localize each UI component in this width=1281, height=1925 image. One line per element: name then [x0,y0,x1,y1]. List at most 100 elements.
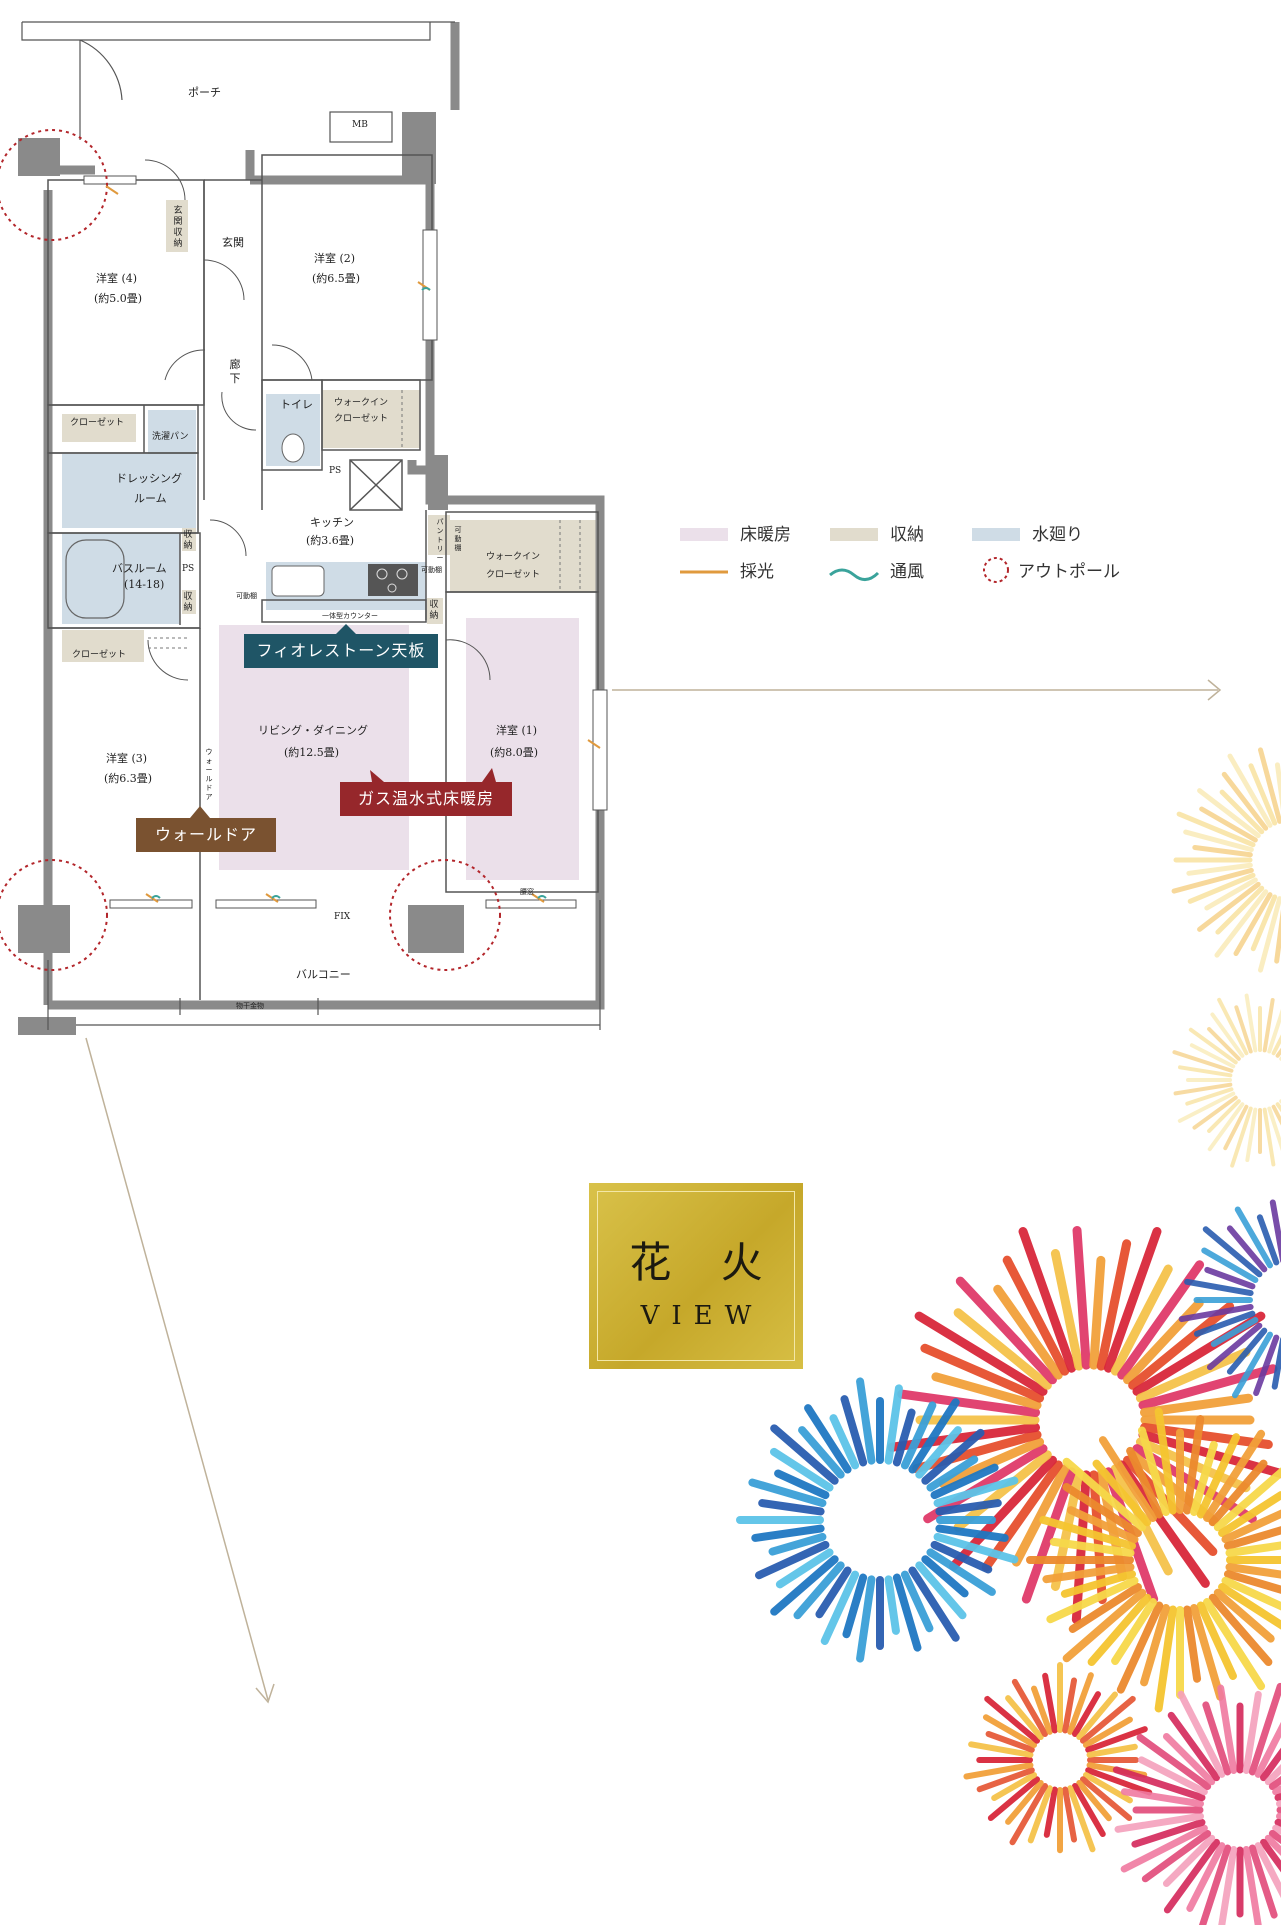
water-area-laundry [148,410,196,456]
firework-ray [1046,1576,1139,1624]
firework-ray [1183,829,1254,853]
firework-ray [1177,1690,1226,1778]
firework-ray [1021,1467,1077,1604]
firework-ray [774,1469,830,1500]
firework-ray [1227,753,1273,828]
firework-ray [748,1478,827,1508]
door-swings [144,159,491,681]
legend-icon-ventilation [829,568,880,581]
callout-floor-heating: ガス温水式床暖房 [340,782,512,816]
storage-area-wic-a [322,390,420,448]
callout-pointer [370,770,384,782]
porch-outline [21,21,455,143]
firework-ray [1190,1440,1218,1517]
firework-ray [1207,1099,1241,1133]
firework-ray [1203,1429,1266,1522]
firework-ray [1009,1782,1048,1846]
label-movable-shelf-b: 可動棚 [236,592,257,600]
wall-column [18,905,70,953]
firework-ray [915,1561,967,1620]
firework-ray [1186,1842,1226,1912]
firework-ray [1096,1239,1132,1371]
legend-ventilation: 通風 [890,562,924,582]
firework-ray [1079,1695,1136,1744]
firework-ray [1177,1065,1233,1078]
bathtub-fixture [65,539,125,619]
callout-pointer [190,806,210,818]
firework-ray [1254,1842,1281,1899]
firework-ray [953,1308,1052,1390]
legend-floor-heating: 床暖房 [740,525,791,545]
floor-heating-area-room1 [466,618,579,880]
firework-ray [751,1524,825,1542]
label-living-name: リビング・ダイニング [258,724,368,737]
firework-ray [921,1428,985,1485]
firework-ray [1271,1337,1281,1390]
label-bath-name: バスルーム [112,562,167,575]
firework-ray [920,1343,1045,1403]
firework-ray [1111,1598,1157,1665]
label-ps-a: PS [329,466,342,476]
outpole-circle [389,859,501,971]
firework-ray [1188,1027,1238,1065]
firework-ray [981,1460,1063,1572]
storage-hatch [148,390,581,649]
firework-ray [900,1570,934,1633]
firework-ray [1140,1603,1170,1687]
firework-ray [1002,1255,1070,1376]
legend-water: 水廻り [1032,525,1083,545]
outpole-markers [0,129,501,971]
firework-ray [993,1284,1063,1380]
firework-ray [1226,1225,1268,1273]
label-room2-name: 洋室 (2) [314,252,356,265]
label-hallway: 廊下 [229,358,241,385]
balcony-outline [47,900,601,1030]
firework-ray [1217,997,1249,1056]
firework-ray [1201,1247,1259,1283]
storage-area-entrance [166,200,188,252]
firework-ray [1192,1095,1238,1130]
firework-ray [1267,1008,1281,1054]
firework-ray [1208,1593,1273,1667]
firework-ray [1072,1691,1101,1738]
firework-ray [1173,1082,1233,1096]
firework-ray [1162,1834,1216,1888]
firework-ray [1067,1672,1094,1735]
firework-ray [856,1575,876,1663]
label-laundry-pan: 洗濯パン [152,432,189,442]
firework-ray [1062,1786,1078,1843]
firework-ray [1005,1695,1044,1741]
firework-ray [984,1695,1041,1744]
callout-pointer [336,624,356,634]
label-storage-c: 収納 [429,600,439,621]
callout-wall-door: ウォールドア [136,818,276,852]
firework-ray [1082,1716,1133,1748]
firework-ray [1210,1317,1259,1347]
firework-ray [935,1524,1009,1542]
firework-ray [1186,862,1253,876]
firework-ray [892,1408,916,1467]
firework-ray [1264,1764,1281,1786]
wall-column [428,455,448,510]
firework-ray [1062,1677,1078,1734]
firework-ray [933,1532,1019,1564]
legend-storage: 収納 [890,525,924,545]
windows [83,175,608,909]
label-room4-name: 洋室 (4) [96,272,138,285]
firework-ray [1271,1104,1281,1126]
firework-ray [968,1741,1034,1758]
firework-ray [955,1276,1057,1385]
firework-ray [768,1532,827,1556]
firework-ray [1221,1509,1281,1544]
firework-ray [1204,877,1258,911]
firework-ray [1138,1756,1208,1796]
storage-area-shelf-c [427,598,443,624]
firework-ray [1163,1838,1220,1914]
firework-ray [1128,1301,1235,1390]
firework-ray [1198,1844,1232,1925]
firework-ray [908,1566,960,1642]
firework-ray [1248,1844,1278,1919]
firework-ray [1260,1838,1281,1873]
